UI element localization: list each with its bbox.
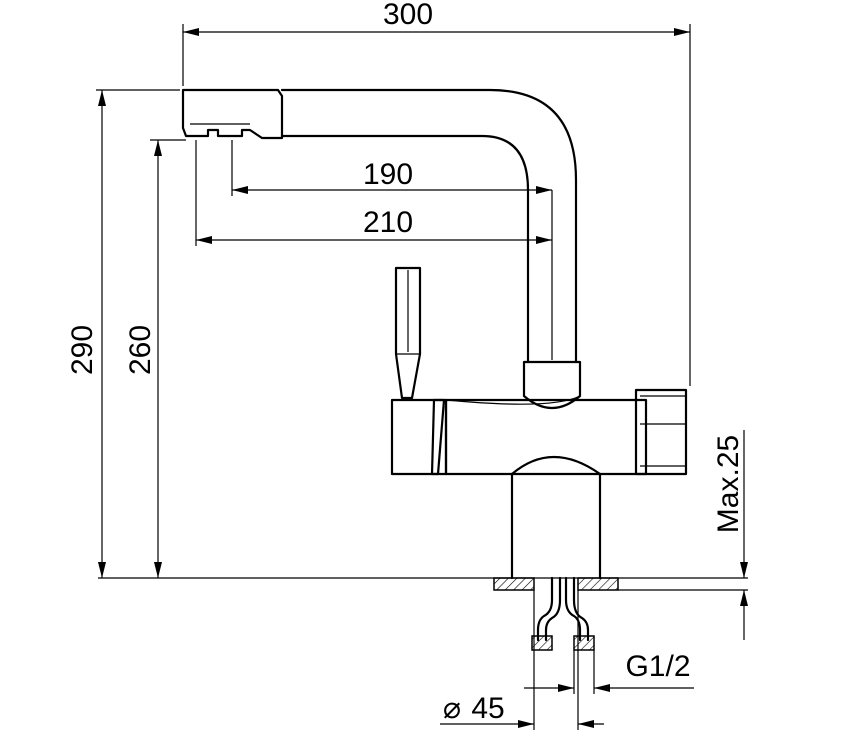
faucet-stem	[510, 472, 602, 580]
dim-max-counter-thickness: Max.25	[712, 430, 748, 640]
dim-hole-diameter: ⌀ 45	[440, 590, 604, 730]
faucet-main-body	[444, 398, 648, 476]
counter-left-hatch	[493, 577, 535, 591]
supply-hose-left	[536, 576, 562, 642]
dim-spout-reach-outer: 210	[195, 140, 552, 246]
lever-housing-cut	[430, 398, 446, 476]
dim-spout-reach-inner: 190	[231, 140, 553, 360]
dim-spout-reach-outer-label: 210	[363, 206, 413, 239]
dim-overall-width-label: 300	[383, 0, 433, 31]
dim-overall-height: 290	[66, 89, 180, 578]
dim-spout-height-label: 260	[124, 325, 157, 375]
dim-overall-height-label: 290	[66, 325, 99, 375]
dim-thread: G1/2	[524, 650, 694, 694]
lever-housing	[390, 398, 448, 476]
supply-hose-right	[564, 576, 590, 642]
dim-spout-height: 260	[124, 139, 186, 578]
dim-hole-diameter-label: 45	[471, 692, 504, 725]
dim-thread-label: G1/2	[625, 650, 690, 683]
dim-overall-width: 300	[182, 0, 691, 386]
spout-tube-inner	[280, 134, 530, 364]
hose-fitting-left	[531, 635, 553, 651]
body-bottom-curve	[510, 456, 602, 476]
dim-spout-reach-inner-label: 190	[363, 158, 413, 191]
spout-head	[181, 88, 284, 140]
filter-handle	[634, 388, 688, 476]
dim-max-counter-thickness-label: Max.25	[712, 435, 745, 533]
hose-fitting-right	[573, 635, 595, 651]
counter-right-hatch	[577, 577, 619, 591]
dim-hole-diameter-symbol: ⌀	[443, 692, 461, 725]
faucet-outline	[181, 88, 688, 651]
body-top-curve	[445, 395, 581, 405]
spout-tube	[280, 88, 578, 364]
